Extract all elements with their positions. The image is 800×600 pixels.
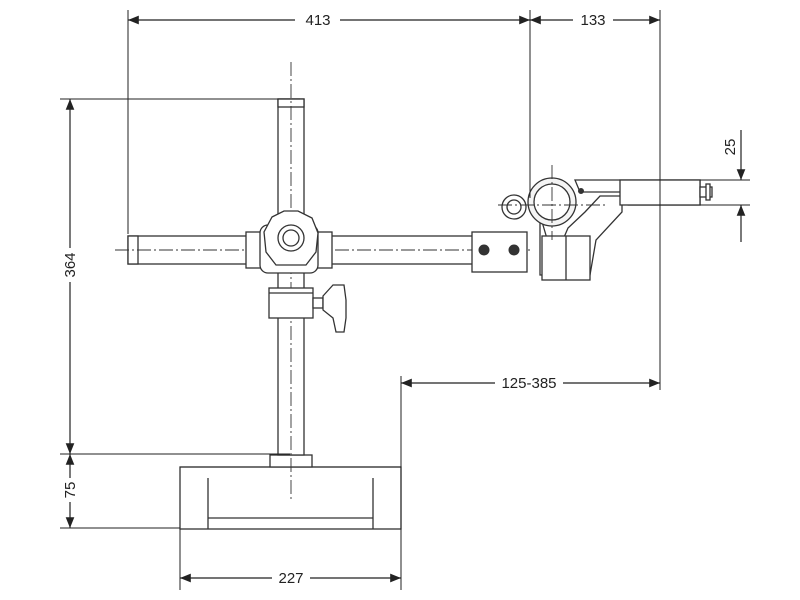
dimension-label-75: 75 [62, 482, 79, 499]
dimension-base-width: 227 [180, 570, 401, 587]
dimension-label-413: 413 [305, 12, 330, 29]
dimension-label-133: 133 [580, 12, 605, 29]
dimension-head-drop: 25 [722, 130, 746, 242]
dimension-base-height: 75 [62, 454, 79, 528]
extension-lines [60, 10, 750, 590]
dimension-arm-range: 125-385 [401, 375, 660, 392]
dimension-overall-width: 413 [128, 12, 530, 29]
vertical-column [277, 62, 305, 500]
horizontal-arm [115, 235, 530, 265]
dimension-label-125-385: 125-385 [501, 375, 556, 392]
dimension-label-364: 364 [62, 252, 79, 277]
cross-clamp [245, 210, 333, 274]
dimension-column-height: 364 [62, 99, 79, 454]
dimension-label-227: 227 [278, 570, 303, 587]
column-collar [268, 284, 347, 333]
dimension-label-25: 25 [722, 139, 739, 156]
dimension-head-offset: 133 [530, 12, 660, 29]
base-plate [179, 454, 402, 530]
arm-end-clamp [471, 231, 528, 273]
